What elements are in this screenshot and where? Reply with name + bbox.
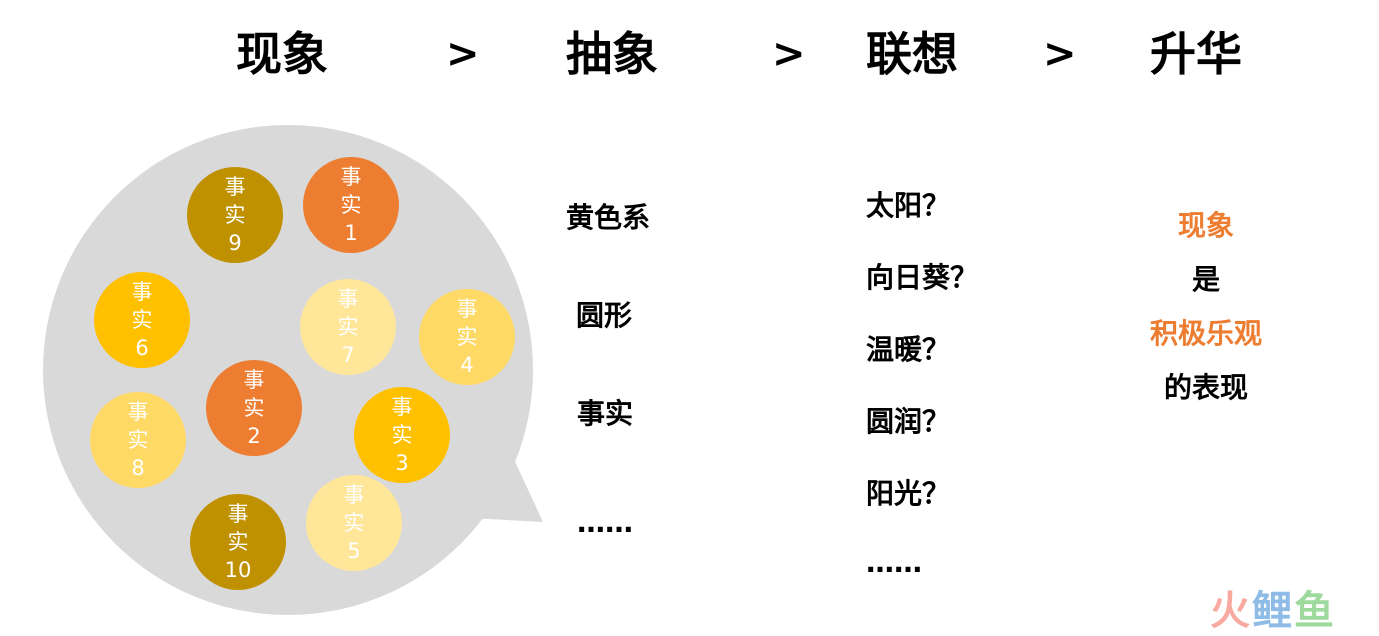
fact-char-2: 实 [343,511,365,535]
bubble-body [43,125,533,615]
arrow-3: > [1043,31,1077,77]
fact-number: 3 [395,451,409,475]
abstract-item-ellipsis: …… [577,506,633,539]
sublimation-positive: 积极乐观 [1149,317,1262,350]
fact-circle-2: 事 实 2 [206,360,302,456]
fact-char-2: 实 [227,530,249,554]
step-sublimation: 升华 [1150,27,1242,81]
fact-char-2: 实 [456,325,478,349]
fact-circle-9: 事 实 9 [187,167,283,263]
association-item-sunshine: 阳光？ [866,477,951,510]
fact-circle-3: 事 实 3 [354,387,450,483]
fact-char-2: 实 [224,203,246,227]
fact-number: 5 [347,539,361,563]
fact-char-1: 事 [340,165,362,189]
sublimation-expression: 的表现 [1163,371,1248,404]
fact-number: 7 [341,343,355,367]
bubble-tail [470,440,543,522]
fact-circle-6: 事 实 6 [94,272,190,368]
fact-char-1: 事 [343,483,365,507]
watermark-char-2: 鲤 [1252,588,1294,634]
fact-number: 10 [224,558,252,582]
fact-number: 2 [247,424,261,448]
fact-char-1: 事 [224,175,246,199]
association-item-smooth: 圆润？ [866,405,951,438]
fact-number: 8 [131,456,145,480]
fact-circle-7: 事 实 7 [300,279,396,375]
fact-char-1: 事 [131,280,153,304]
fact-char-2: 实 [340,193,362,217]
step-abstraction: 抽象 [566,27,658,81]
fact-circle-5: 事 实 5 [306,475,402,571]
fact-char-2: 实 [337,315,359,339]
fact-char-2: 实 [127,428,149,452]
fact-char-1: 事 [391,395,413,419]
fact-number: 6 [135,336,149,360]
fact-number: 1 [344,221,358,245]
step-association: 联想 [866,27,958,81]
watermark-char-1: 火 [1210,588,1252,634]
fact-number: 9 [228,231,242,255]
fact-number: 4 [460,353,474,377]
step-phenomenon: 现象 [236,27,328,81]
abstract-item-round: 圆形 [576,299,633,332]
abstract-item-yellow: 黄色系 [566,201,651,234]
sublimation-is: 是 [1191,263,1220,296]
fact-char-1: 事 [227,502,249,526]
fact-circle-1: 事 实 1 [303,157,399,253]
arrow-2: > [772,31,806,77]
arrow-1: > [446,31,480,77]
fact-char-1: 事 [127,400,149,424]
fact-circle-8: 事 实 8 [90,392,186,488]
fact-char-2: 实 [391,423,413,447]
abstract-item-fact: 事实 [577,397,634,430]
association-item-warm: 温暖？ [866,333,951,366]
association-item-ellipsis: …… [866,546,922,579]
watermark-logo: 火鲤鱼 [1210,578,1336,636]
fact-char-2: 实 [131,308,153,332]
speech-bubble [43,125,543,615]
sublimation-phenomenon: 现象 [1177,209,1234,242]
fact-char-1: 事 [456,297,478,321]
association-item-sunflower: 向日葵？ [866,261,979,294]
fact-char-2: 实 [243,396,265,420]
fact-char-1: 事 [337,287,359,311]
watermark-char-3: 鱼 [1294,588,1336,634]
fact-circle-4: 事 实 4 [419,289,515,385]
association-item-sun: 太阳？ [866,189,951,222]
fact-circle-10: 事 实 10 [190,494,286,590]
fact-char-1: 事 [243,368,265,392]
